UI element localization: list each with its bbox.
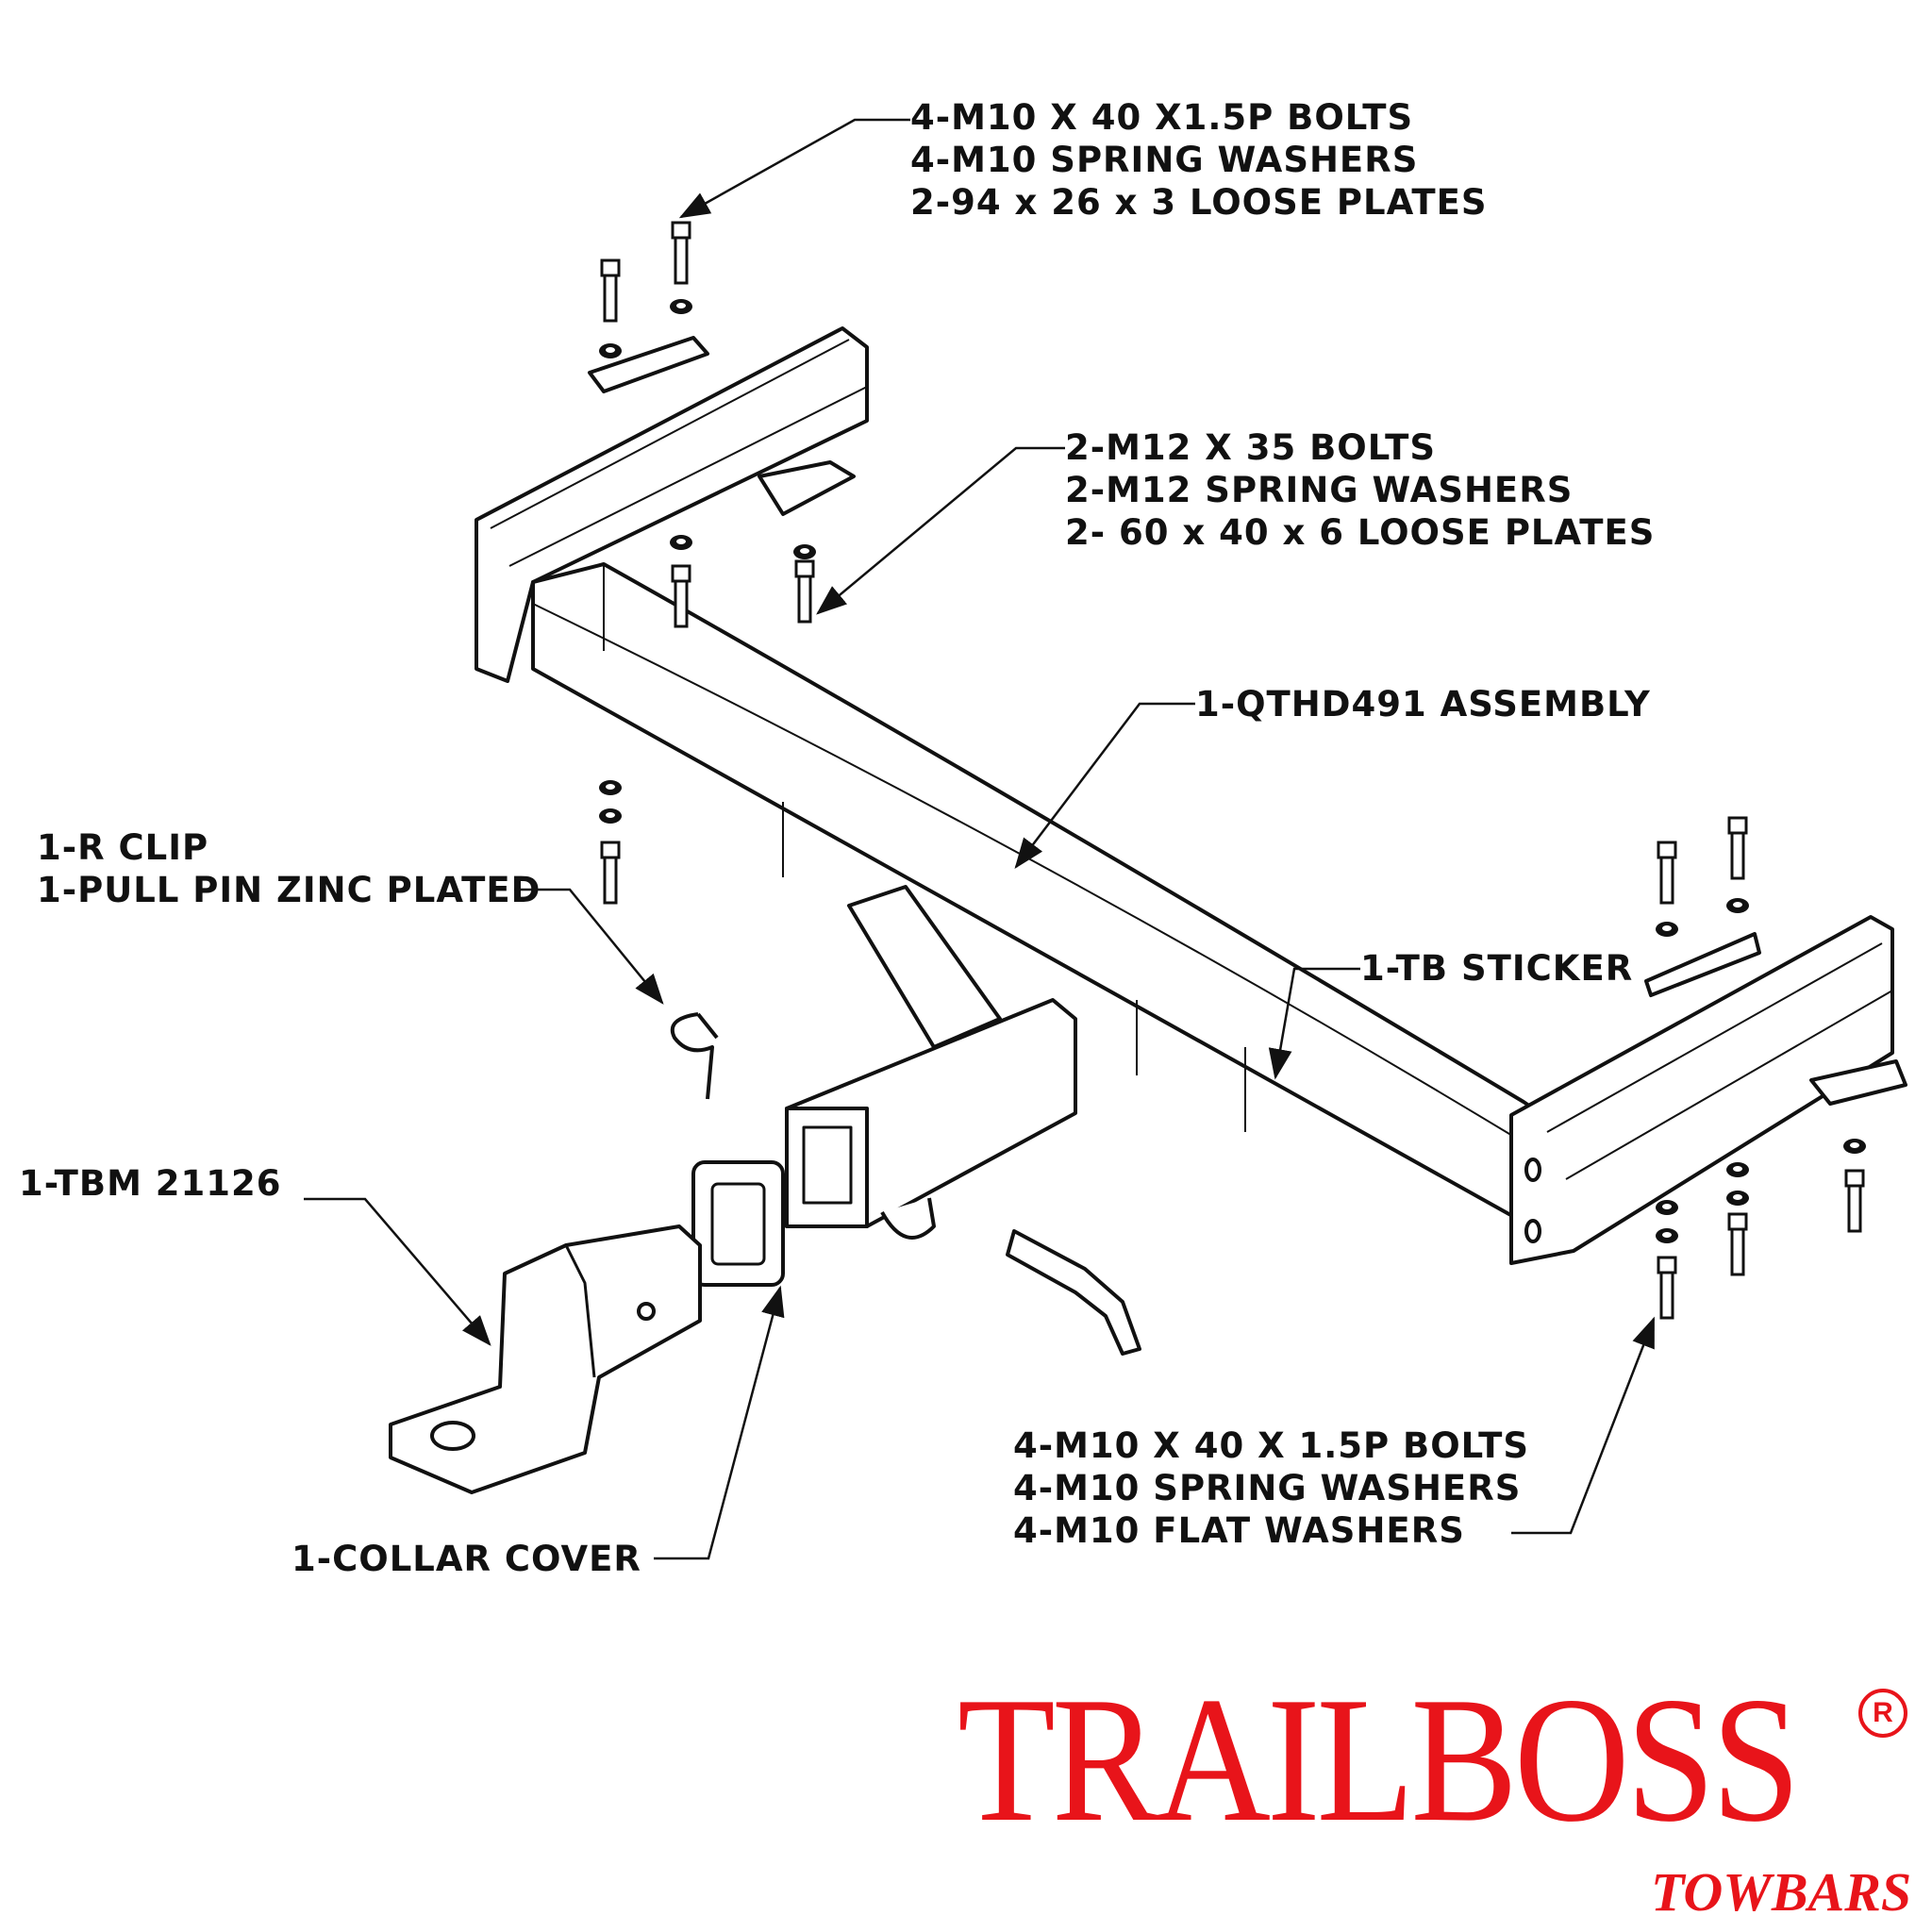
left-side-arm [475, 326, 869, 683]
label-bottom-hardware: 4-M10 X 40 X 1.5P BOLTS 4-M10 SPRING WAS… [1013, 1424, 1529, 1552]
label-top-hardware: 4-M10 X 40 X1.5P BOLTS 4-M10 SPRING WASH… [910, 96, 1488, 224]
logo-brand: TRAILBOSS [958, 1659, 1801, 1859]
label-line: 4-M10 SPRING WASHERS [910, 140, 1419, 180]
label-line: 2- 60 x 40 x 6 LOOSE PLATES [1065, 512, 1656, 553]
trailboss-logo: TRAILBOSS R TOWBARS [958, 1670, 1929, 1929]
ball-mount [389, 1224, 702, 1494]
loose-plate [1809, 1059, 1907, 1106]
label-line: 2-M12 SPRING WASHERS [1065, 470, 1574, 510]
label-clip: 1-R CLIP 1-PULL PIN ZINC PLATED [37, 826, 541, 911]
label-collar: 1-COLLAR COVER [291, 1539, 641, 1579]
registered-mark: R [1858, 1689, 1907, 1738]
loose-plate [588, 336, 709, 393]
right-side-arm [1509, 915, 1894, 1265]
loose-plate [1644, 932, 1761, 997]
pull-pin [1006, 1229, 1141, 1356]
diagonal-brace [847, 885, 1002, 1049]
label-mid-hardware: 2-M12 X 35 BOLTS 2-M12 SPRING WASHERS 2-… [1065, 426, 1655, 554]
label-line: 1-R CLIP [37, 827, 209, 868]
label-line: 2-M12 X 35 BOLTS [1065, 427, 1437, 468]
label-line: 1-PULL PIN ZINC PLATED [37, 870, 541, 910]
logo-subtitle: TOWBARS [1651, 1861, 1912, 1923]
label-line: 4-M10 FLAT WASHERS [1013, 1510, 1465, 1551]
label-assembly: 1-QTHD491 ASSEMBLY [1195, 684, 1651, 724]
label-line: 4-M10 X 40 X 1.5P BOLTS [1013, 1425, 1530, 1466]
label-sticker: 1-TB STICKER [1360, 948, 1634, 989]
label-line: 4-M10 X 40 X1.5P BOLTS [910, 97, 1414, 138]
r-clip [670, 1012, 719, 1100]
leader-lines [304, 118, 1656, 1560]
label-line: 4-M10 SPRING WASHERS [1013, 1468, 1522, 1508]
label-ball-mount: 1-TBM 21126 [19, 1163, 282, 1204]
loose-plate [758, 460, 856, 516]
label-line: 2-94 x 26 x 3 LOOSE PLATES [910, 182, 1488, 223]
